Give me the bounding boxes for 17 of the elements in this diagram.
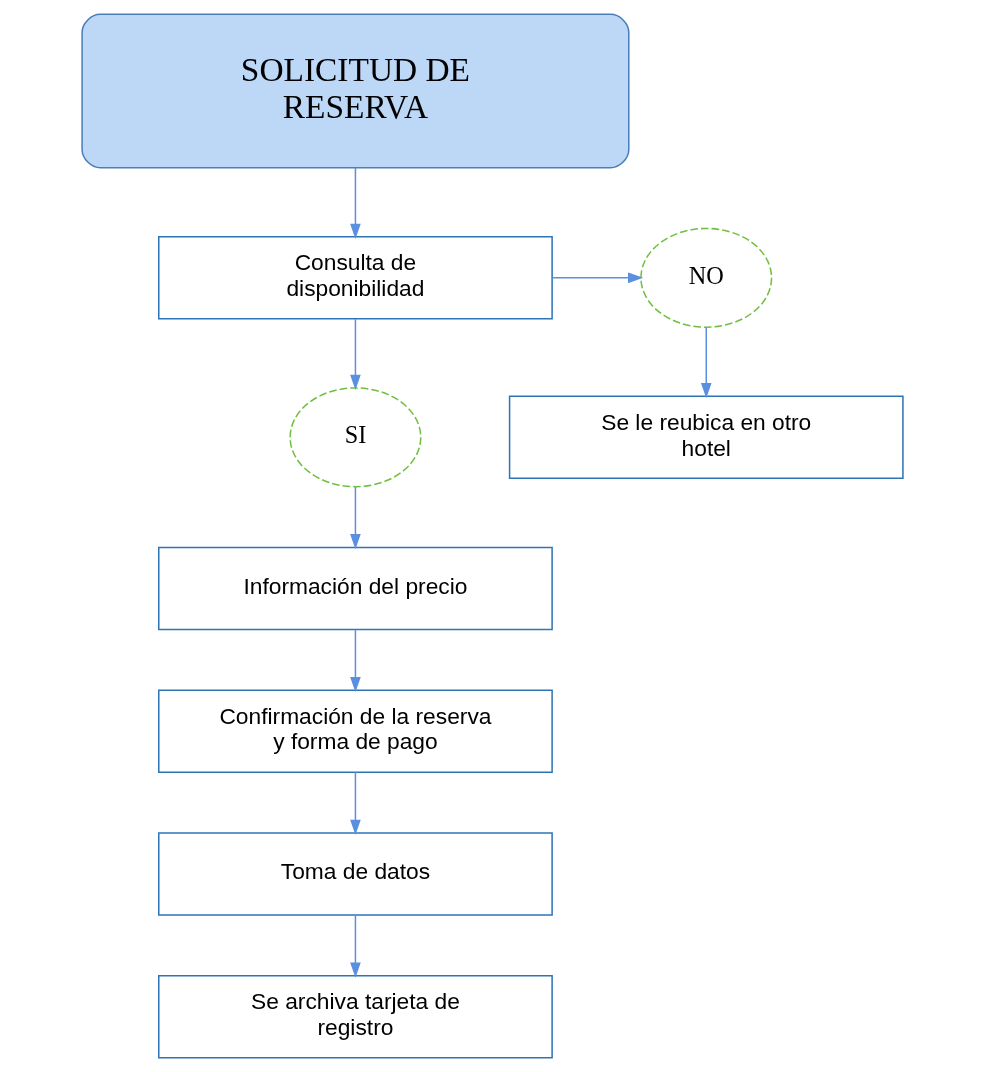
node-box: SOLICITUD DE RESERVA bbox=[80, 13, 630, 169]
arrow bbox=[349, 486, 361, 550]
node-box: Confirmación de la reserva y forma de pago bbox=[157, 689, 553, 773]
node-ellipse: NO bbox=[639, 227, 772, 328]
arrow bbox=[349, 628, 361, 693]
arrow bbox=[349, 771, 361, 835]
node-box: Toma de datos bbox=[157, 832, 553, 916]
node-box: Consulta de disponibilidad bbox=[157, 236, 553, 320]
arrow bbox=[551, 272, 643, 284]
arrow bbox=[700, 326, 712, 399]
arrow bbox=[349, 914, 361, 978]
arrow bbox=[349, 167, 361, 239]
arrow bbox=[349, 318, 361, 390]
node-ellipse: SI bbox=[288, 387, 421, 488]
node-box: Información del precio bbox=[157, 546, 553, 631]
node-box: Se archiva tarjeta de registro bbox=[157, 974, 553, 1059]
node-box: Se le reubica en otro hotel bbox=[508, 395, 904, 480]
